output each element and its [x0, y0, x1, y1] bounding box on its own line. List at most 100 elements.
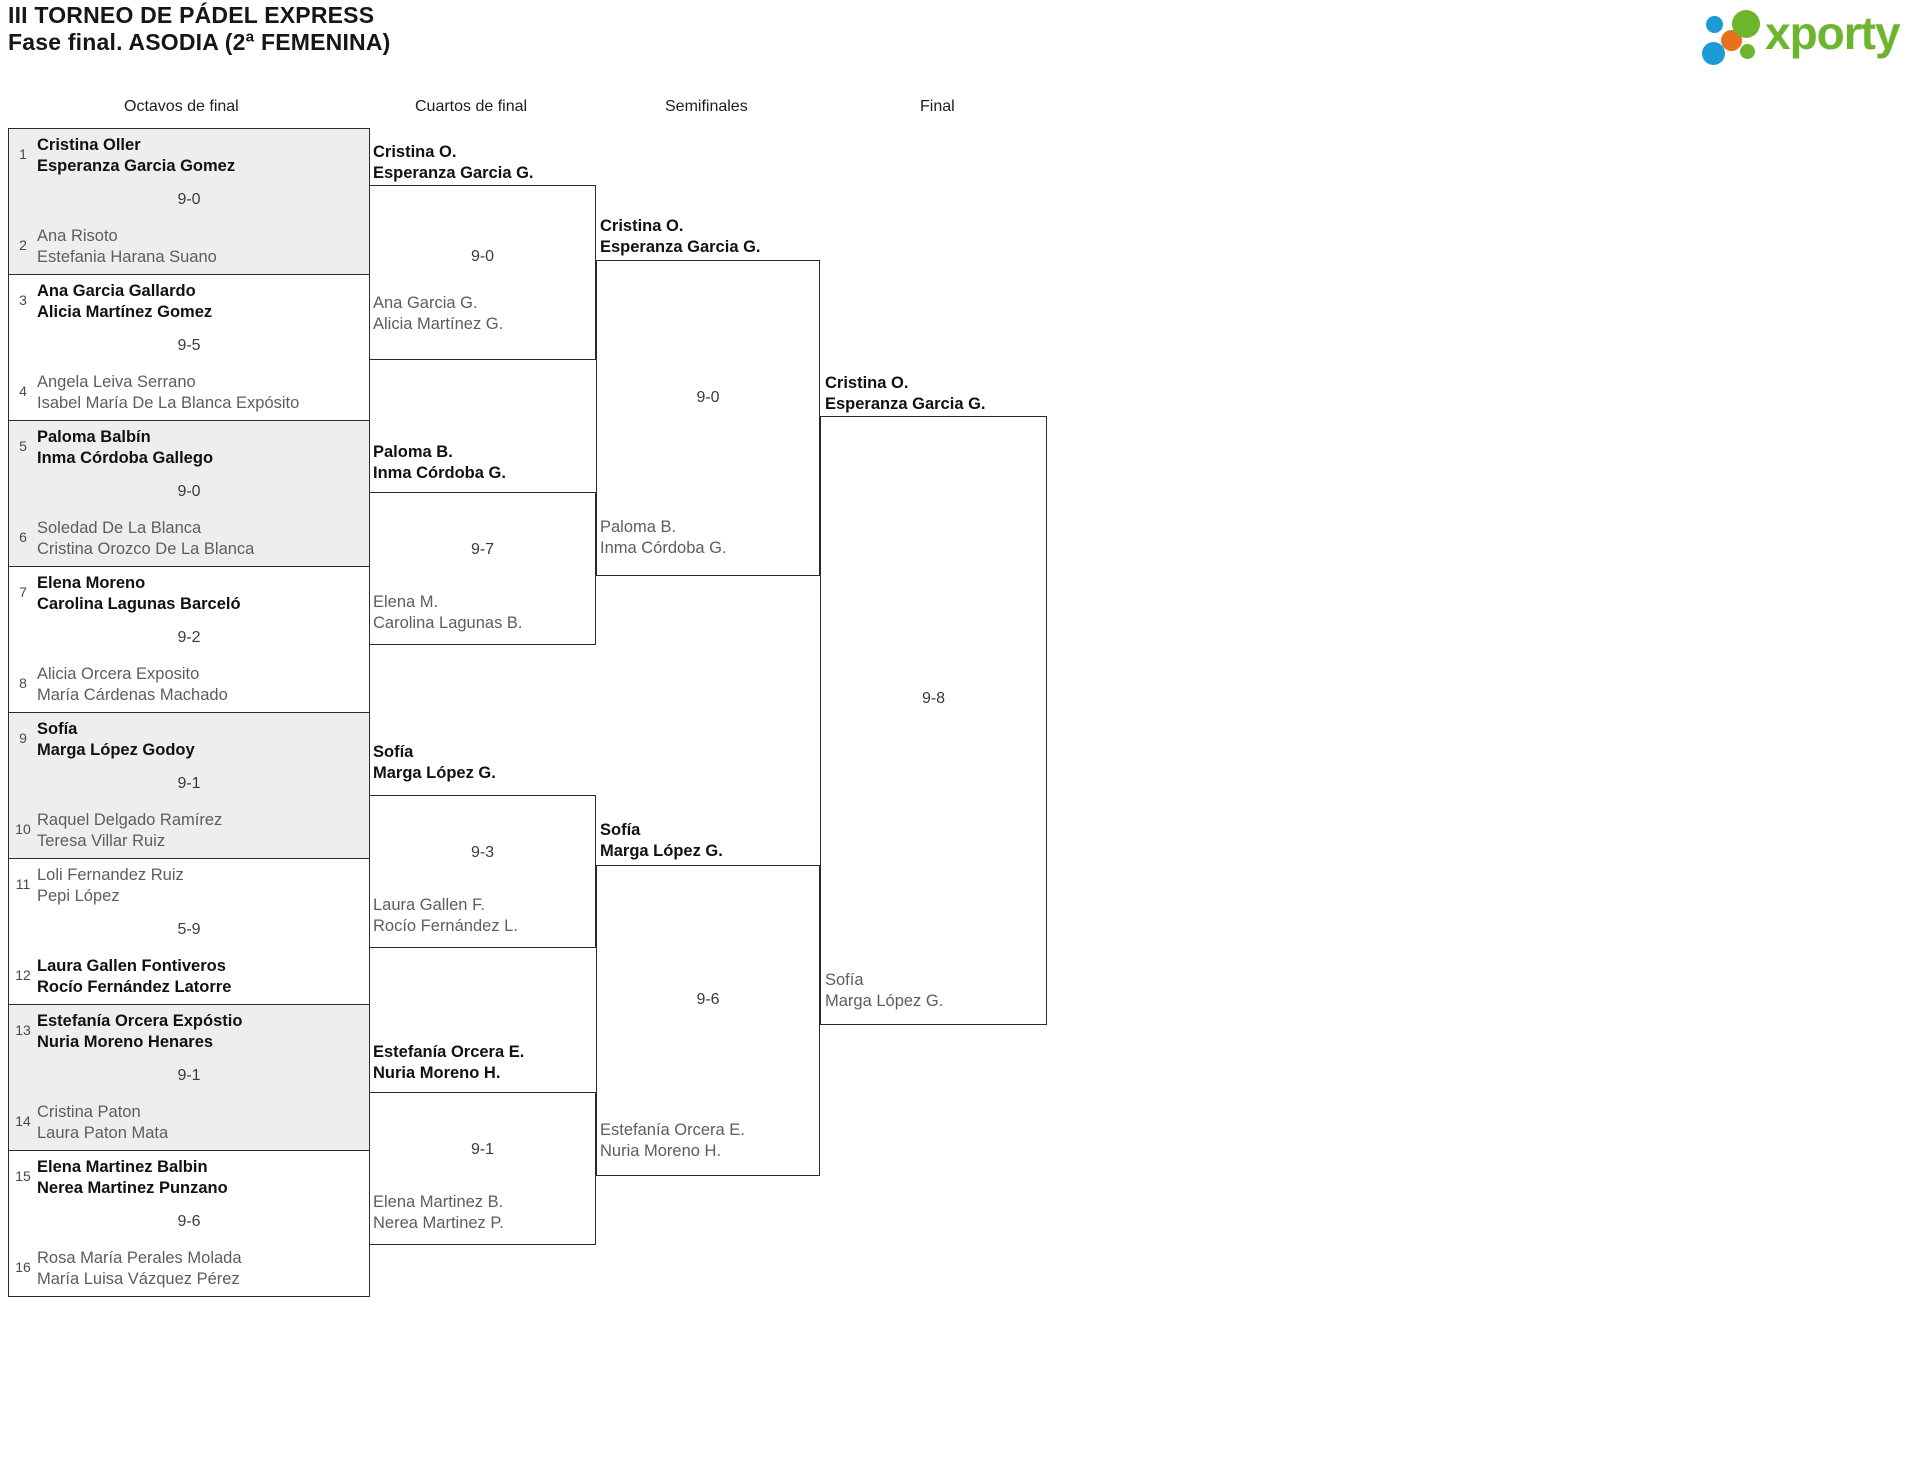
team-entry[interactable]: 6 Soledad De La Blanca Cristina Orozco D…	[9, 518, 369, 560]
match-score: 9-6	[177, 1213, 201, 1230]
player-name: Nuria Moreno H.	[373, 1064, 501, 1082]
team-entry[interactable]: 16 Rosa María Perales Molada María Luisa…	[9, 1248, 369, 1290]
player-name: Laura Paton Mata	[37, 1124, 169, 1142]
match-row[interactable]: 7 Elena Moreno Carolina Lagunas Barceló …	[9, 567, 369, 713]
match-row[interactable]: 11 Loli Fernandez Ruiz Pepi López 5-9 12…	[9, 859, 369, 1005]
team-names: Elena Martinez Balbin Nerea Martinez Pun…	[37, 1157, 365, 1199]
team-entry[interactable]: 7 Elena Moreno Carolina Lagunas Barceló	[9, 573, 369, 615]
player-name: Inma Córdoba G.	[373, 464, 506, 482]
player-name: Sofía	[600, 821, 641, 839]
player-name: Cristina O.	[825, 374, 909, 392]
player-name: Alicia Martínez Gomez	[37, 303, 213, 321]
team-entry[interactable]: 5 Paloma Balbín Inma Córdoba Gallego	[9, 427, 369, 469]
advancing-team[interactable]: Estefanía Orcera E. Nuria Moreno H.	[600, 1120, 745, 1162]
match-score: 9-8	[921, 690, 946, 707]
team-entry[interactable]: 4 Angela Leiva Serrano Isabel María De L…	[9, 372, 369, 414]
player-name: Carolina Lagunas Barceló	[37, 595, 241, 613]
match-score: 9-5	[177, 337, 201, 354]
bracket-connector-qf2: 9-7	[369, 492, 596, 645]
player-name: Cristina O.	[600, 217, 684, 235]
match-row[interactable]: 15 Elena Martinez Balbin Nerea Martinez …	[9, 1151, 369, 1297]
advancing-team[interactable]: Estefanía Orcera E. Nuria Moreno H.	[373, 1042, 524, 1084]
team-names: Raquel Delgado Ramírez Teresa Villar Rui…	[37, 810, 365, 852]
team-entry[interactable]: 15 Elena Martinez Balbin Nerea Martinez …	[9, 1157, 369, 1199]
seed-number: 7	[19, 584, 27, 600]
advancing-team[interactable]: Ana Garcia G. Alicia Martínez G.	[373, 293, 503, 335]
player-name: Sofía	[825, 971, 864, 989]
match-row[interactable]: 1 Cristina Oller Esperanza Garcia Gomez …	[9, 129, 369, 275]
brand-wordmark: xporty	[1765, 7, 1901, 59]
champion-team[interactable]: Cristina O. Esperanza Garcia G.	[825, 373, 986, 415]
match-score: 9-2	[177, 629, 201, 646]
runner-up-team[interactable]: Sofía Marga López G.	[825, 970, 943, 1012]
logo-dot-green-small	[1740, 44, 1755, 59]
player-name: Marga López G.	[373, 764, 496, 782]
player-name: Inma Córdoba G.	[600, 539, 727, 557]
match-score: 9-0	[177, 483, 201, 500]
match-score: 9-3	[470, 844, 495, 861]
advancing-team[interactable]: Paloma B. Inma Córdoba G.	[373, 442, 506, 484]
team-names: Cristina Oller Esperanza Garcia Gomez	[37, 135, 365, 177]
match-score: 9-0	[177, 191, 201, 208]
team-entry[interactable]: 11 Loli Fernandez Ruiz Pepi López	[9, 865, 369, 907]
team-names: Rosa María Perales Molada María Luisa Vá…	[37, 1248, 365, 1290]
match-score: 9-0	[696, 389, 720, 406]
page-title: III TORNEO DE PÁDEL EXPRESS Fase final. …	[8, 2, 908, 56]
advancing-team[interactable]: Cristina O. Esperanza Garcia G.	[373, 142, 534, 184]
match-row[interactable]: 9 Sofía Marga López Godoy 9-1 10 Raquel …	[9, 713, 369, 859]
player-name: Teresa Villar Ruiz	[37, 832, 166, 850]
round-heading-octavos: Octavos de final	[124, 98, 239, 115]
team-entry[interactable]: 1 Cristina Oller Esperanza Garcia Gomez	[9, 135, 369, 177]
advancing-team[interactable]: Elena M. Carolina Lagunas B.	[373, 592, 523, 634]
player-name: Isabel María De La Blanca Expósito	[37, 394, 300, 412]
match-score: 9-6	[696, 991, 720, 1008]
round-heading-semifinales: Semifinales	[665, 98, 748, 115]
advancing-team[interactable]: Cristina O. Esperanza Garcia G.	[600, 216, 761, 258]
match-row[interactable]: 13 Estefanía Orcera Expóstio Nuria Moren…	[9, 1005, 369, 1151]
tournament-name: III TORNEO DE PÁDEL EXPRESS	[8, 2, 375, 28]
team-entry[interactable]: 9 Sofía Marga López Godoy	[9, 719, 369, 761]
match-score: 9-1	[470, 1141, 495, 1158]
team-names: Angela Leiva Serrano Isabel María De La …	[37, 372, 365, 414]
advancing-team[interactable]: Paloma B. Inma Córdoba G.	[600, 517, 727, 559]
bracket-connector-qf1: 9-0	[369, 185, 596, 360]
team-names: Laura Gallen Fontiveros Rocío Fernández …	[37, 956, 365, 998]
player-name: Pepi López	[37, 887, 120, 905]
team-entry[interactable]: 13 Estefanía Orcera Expóstio Nuria Moren…	[9, 1011, 369, 1053]
player-name: Marga López G.	[600, 842, 723, 860]
player-name: María Cárdenas Machado	[37, 686, 228, 704]
match-score: 9-1	[177, 1067, 201, 1084]
tournament-phase: Fase final. ASODIA (2ª FEMENINA)	[8, 29, 391, 55]
advancing-team[interactable]: Laura Gallen F. Rocío Fernández L.	[373, 895, 518, 937]
team-entry[interactable]: 10 Raquel Delgado Ramírez Teresa Villar …	[9, 810, 369, 852]
team-entry[interactable]: 8 Alicia Orcera Exposito María Cárdenas …	[9, 664, 369, 706]
seed-number: 15	[15, 1168, 31, 1184]
round-octavos: 1 Cristina Oller Esperanza Garcia Gomez …	[8, 128, 370, 1297]
match-row[interactable]: 3 Ana Garcia Gallardo Alicia Martínez Go…	[9, 275, 369, 421]
player-name: Rocío Fernández L.	[373, 917, 518, 935]
player-name: Estefanía Orcera Expóstio	[37, 1012, 243, 1030]
logo-dot-green-large	[1732, 10, 1760, 38]
advancing-team[interactable]: Sofía Marga López G.	[600, 820, 723, 862]
advancing-team[interactable]: Elena Martinez B. Nerea Martinez P.	[373, 1192, 504, 1234]
team-entry[interactable]: 14 Cristina Paton Laura Paton Mata	[9, 1102, 369, 1144]
player-name: Sofía	[37, 720, 78, 738]
match-row[interactable]: 5 Paloma Balbín Inma Córdoba Gallego 9-0…	[9, 421, 369, 567]
seed-number: 11	[15, 876, 31, 892]
advancing-team[interactable]: Sofía Marga López G.	[373, 742, 496, 784]
team-entry[interactable]: 3 Ana Garcia Gallardo Alicia Martínez Go…	[9, 281, 369, 323]
seed-number: 4	[19, 383, 27, 399]
logo-dot-blue-small	[1706, 16, 1723, 33]
bracket-connector-sf1: 9-0	[596, 260, 820, 576]
player-name: Rocío Fernández Latorre	[37, 978, 232, 996]
player-name: Esperanza Garcia G.	[373, 164, 534, 182]
team-names: Ana Garcia Gallardo Alicia Martínez Gome…	[37, 281, 365, 323]
player-name: Ana Risoto	[37, 227, 118, 245]
team-entry[interactable]: 2 Ana Risoto Estefania Harana Suano	[9, 226, 369, 268]
player-name: Inma Córdoba Gallego	[37, 449, 214, 467]
player-name: Ana Garcia G.	[373, 294, 478, 312]
player-name: Raquel Delgado Ramírez	[37, 811, 223, 829]
team-entry[interactable]: 12 Laura Gallen Fontiveros Rocío Fernánd…	[9, 956, 369, 998]
seed-number: 16	[15, 1259, 31, 1275]
player-name: Paloma B.	[600, 518, 677, 536]
